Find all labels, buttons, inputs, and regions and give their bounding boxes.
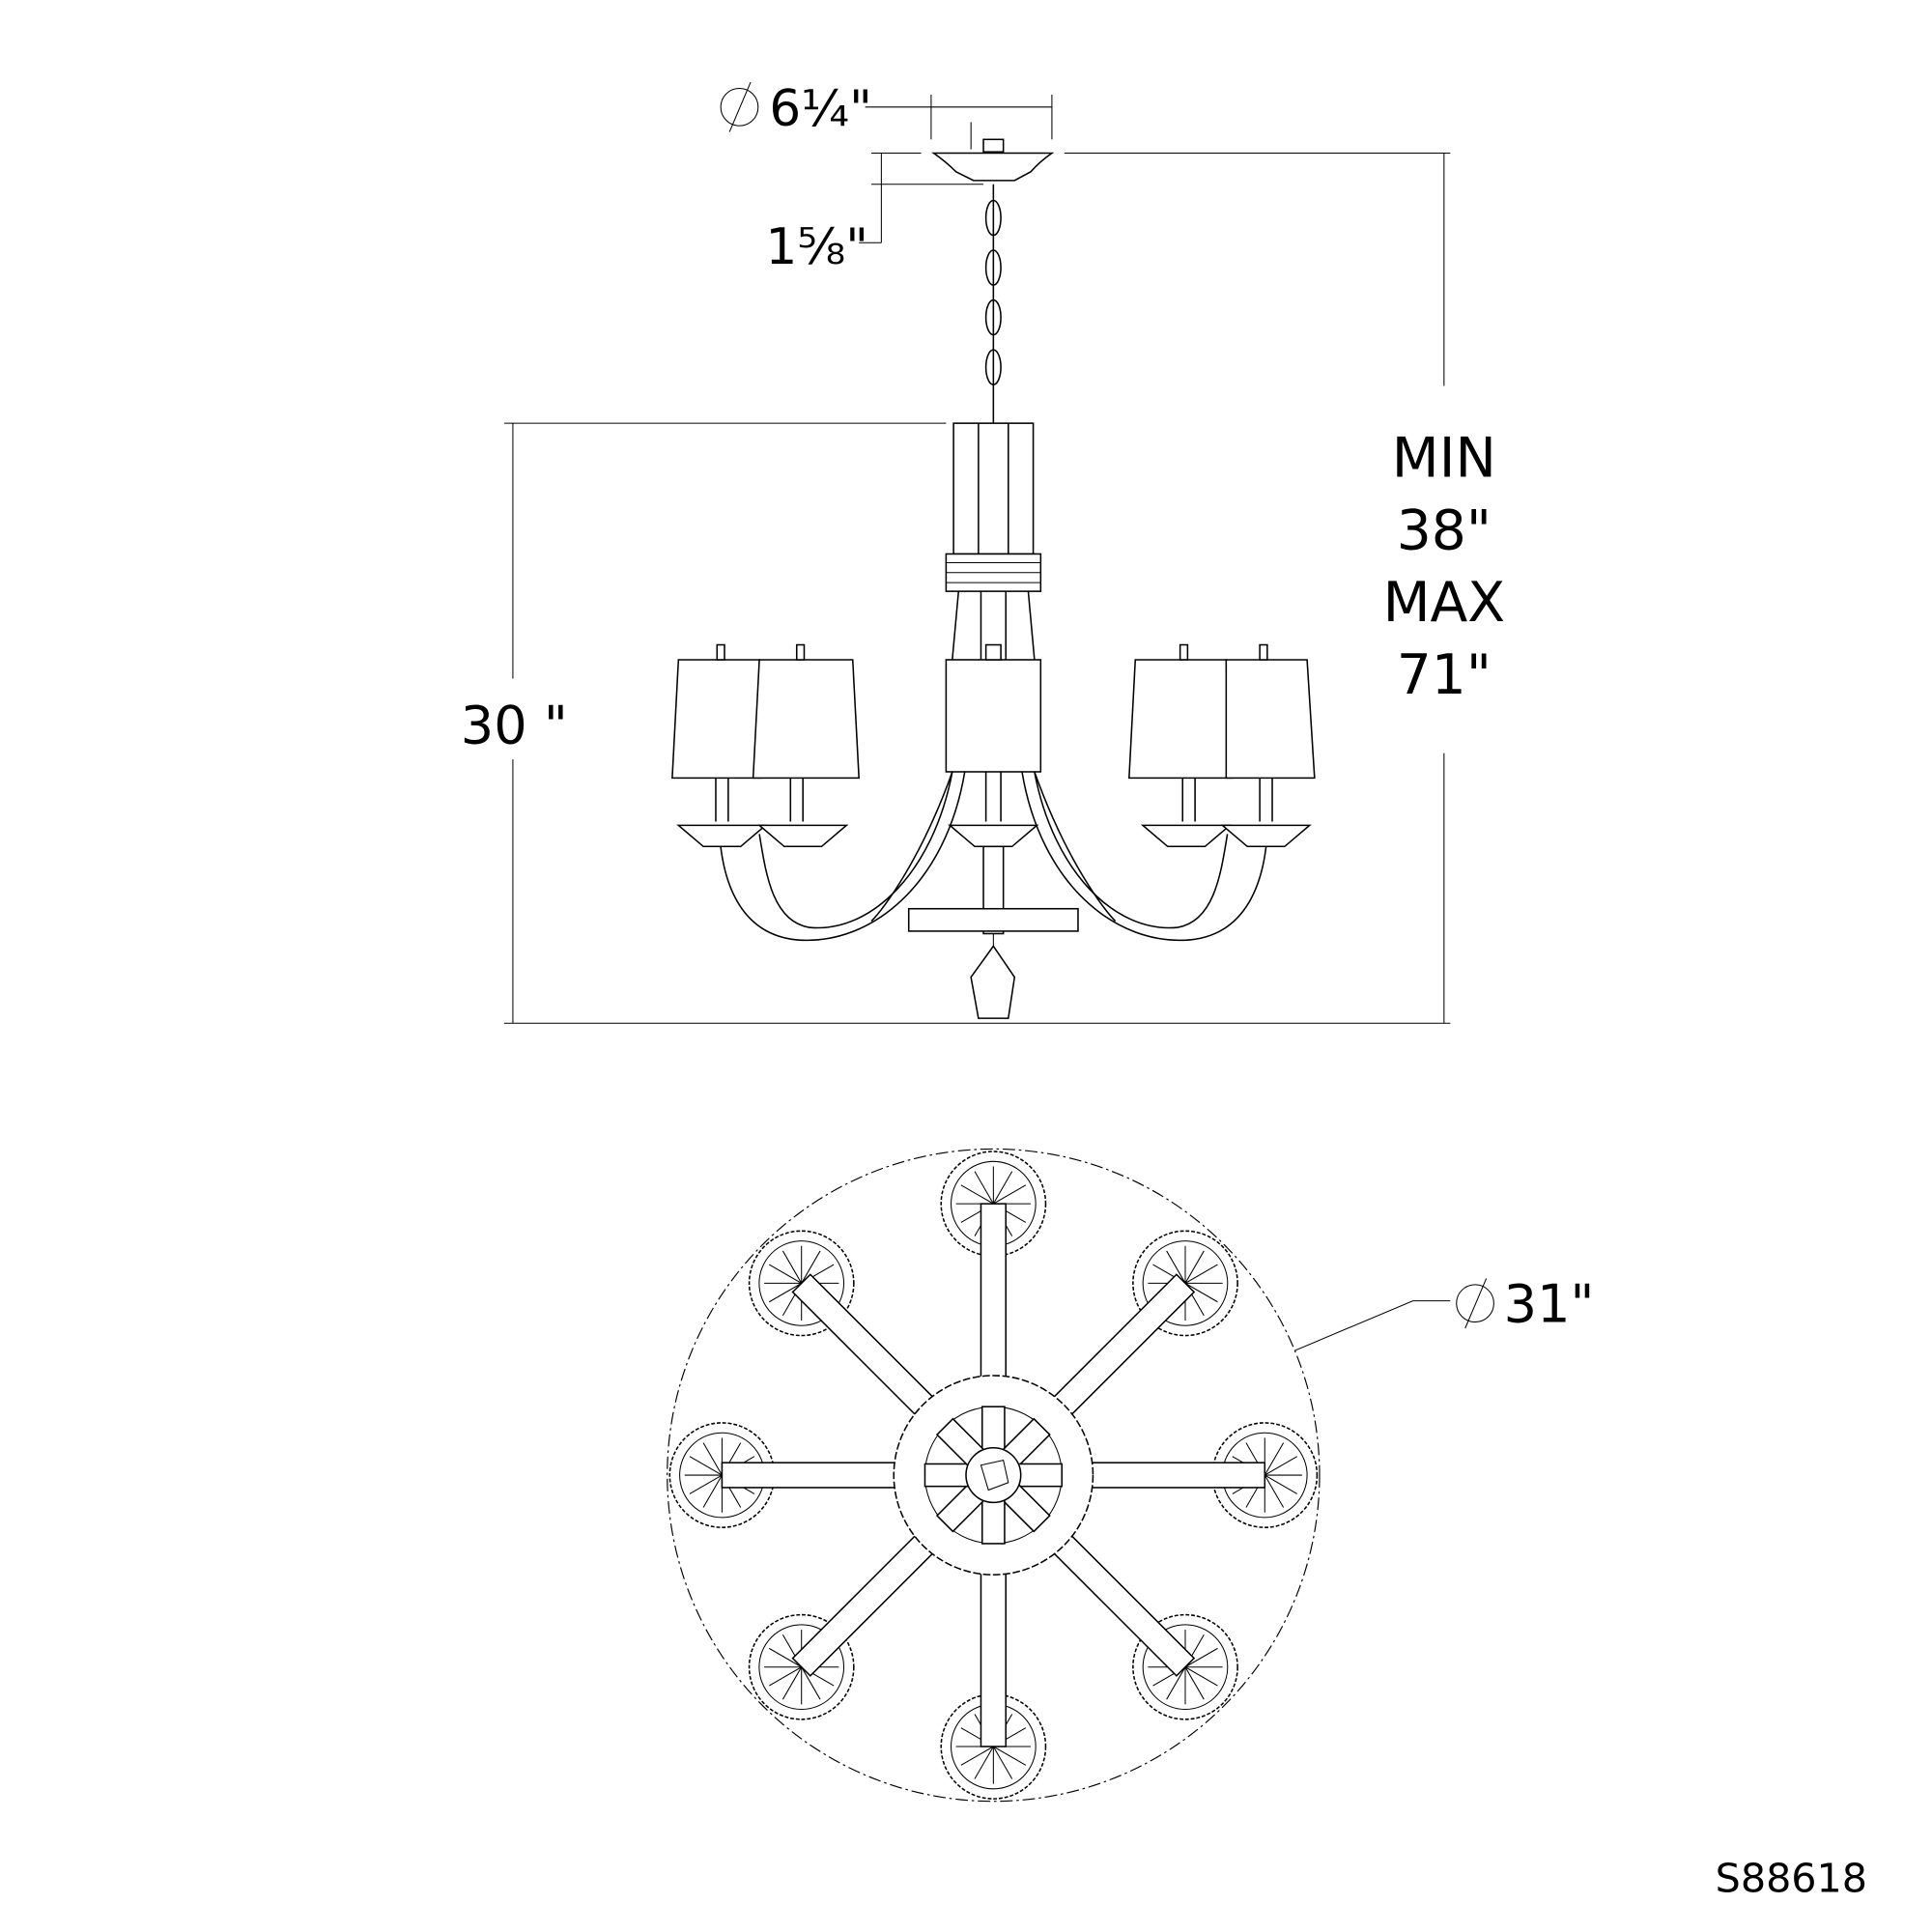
arm-disc-inner	[758, 1240, 845, 1326]
canopy-diameter-label: 6¼"	[769, 80, 871, 138]
arm-disc-inner	[1142, 1240, 1229, 1326]
arm-disc-inner	[758, 1624, 845, 1711]
diameter-symbol-icon	[720, 81, 759, 132]
fixture-height-dimension: 30 "	[461, 422, 1451, 1024]
chain	[984, 184, 1002, 424]
diameter-symbol-icon	[1456, 1278, 1494, 1329]
canopy-diameter-dimension: 6¼"	[720, 80, 1053, 150]
canopy-height-dimension: 1⅝"	[766, 152, 984, 276]
overall-min-label: MIN	[1392, 427, 1496, 491]
crystal-center	[965, 1446, 1022, 1504]
crystal-facet	[980, 1459, 1009, 1492]
overall-min-value: 38"	[1397, 498, 1492, 562]
fixture-height-label: 30 "	[461, 695, 568, 755]
overall-max-label: MAX	[1383, 571, 1506, 635]
overall-height-dimension: MIN 38" MAX 71"	[1064, 152, 1506, 1024]
side-elevation	[671, 138, 1316, 1019]
fixture-diameter-dimension: 31"	[1294, 1274, 1594, 1351]
overall-max-value: 71"	[1397, 643, 1492, 707]
fixture-diameter-label: 31"	[1504, 1274, 1595, 1335]
canopy-height-label: 1⅝"	[766, 218, 868, 276]
bottom-view	[667, 1148, 1321, 1803]
model-number: S88618	[1716, 1856, 1867, 1902]
shades	[671, 643, 1316, 780]
arm-disc-inner	[1142, 1624, 1229, 1711]
